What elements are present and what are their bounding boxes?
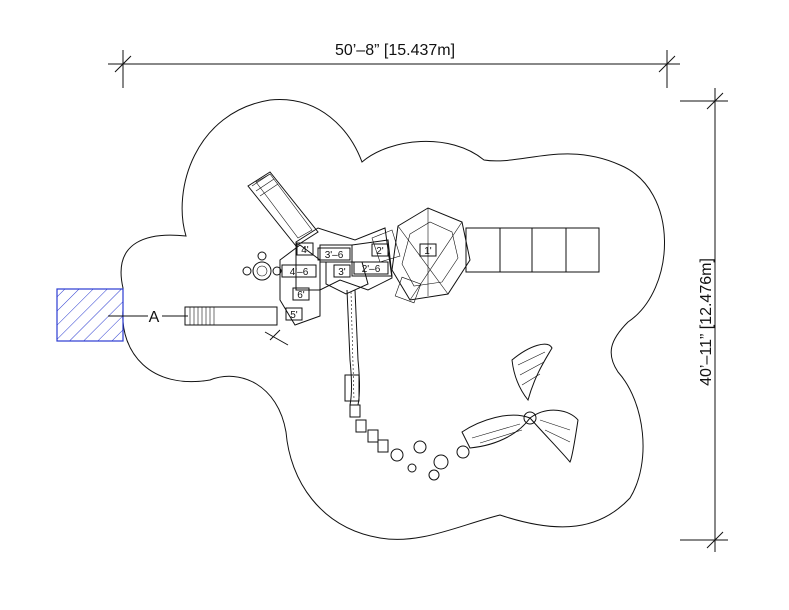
deck-label: 6' bbox=[297, 290, 305, 301]
spiral-climber bbox=[461, 343, 579, 463]
access-zone bbox=[56, 288, 124, 342]
stepping-path bbox=[344, 289, 470, 481]
depth-dimension: 40’–11” [12.476m] bbox=[680, 88, 728, 552]
spinner-activity-left bbox=[242, 251, 282, 281]
entry-tube bbox=[184, 306, 289, 346]
slide-upper-left bbox=[247, 171, 319, 247]
deck-label: 4'–6 bbox=[290, 267, 309, 278]
deck-label: 3'–6 bbox=[325, 250, 344, 261]
climbing-net-bridge bbox=[465, 227, 600, 273]
deck-label: 2' bbox=[376, 246, 384, 257]
width-dimension: 50’–8” [15.437m] bbox=[108, 42, 680, 88]
deck-label: 3' bbox=[338, 267, 346, 278]
deck-label: 2'–6 bbox=[362, 264, 381, 275]
hex-tower bbox=[391, 207, 471, 304]
deck-cluster bbox=[279, 227, 401, 326]
width-dimension-label: 50’–8” [15.437m] bbox=[335, 42, 455, 59]
section-marker: A bbox=[108, 309, 188, 326]
deck-label: 5' bbox=[290, 310, 298, 321]
deck-label: 4' bbox=[301, 245, 309, 256]
deck-labels: 4' 3'–6 2' 4'–6 3' 2'–6 1' 6' 5' bbox=[281, 242, 437, 321]
use-zone-outline bbox=[120, 99, 665, 540]
depth-dimension-label: 40’–11” [12.476m] bbox=[698, 258, 715, 386]
section-marker-label: A bbox=[149, 309, 160, 326]
